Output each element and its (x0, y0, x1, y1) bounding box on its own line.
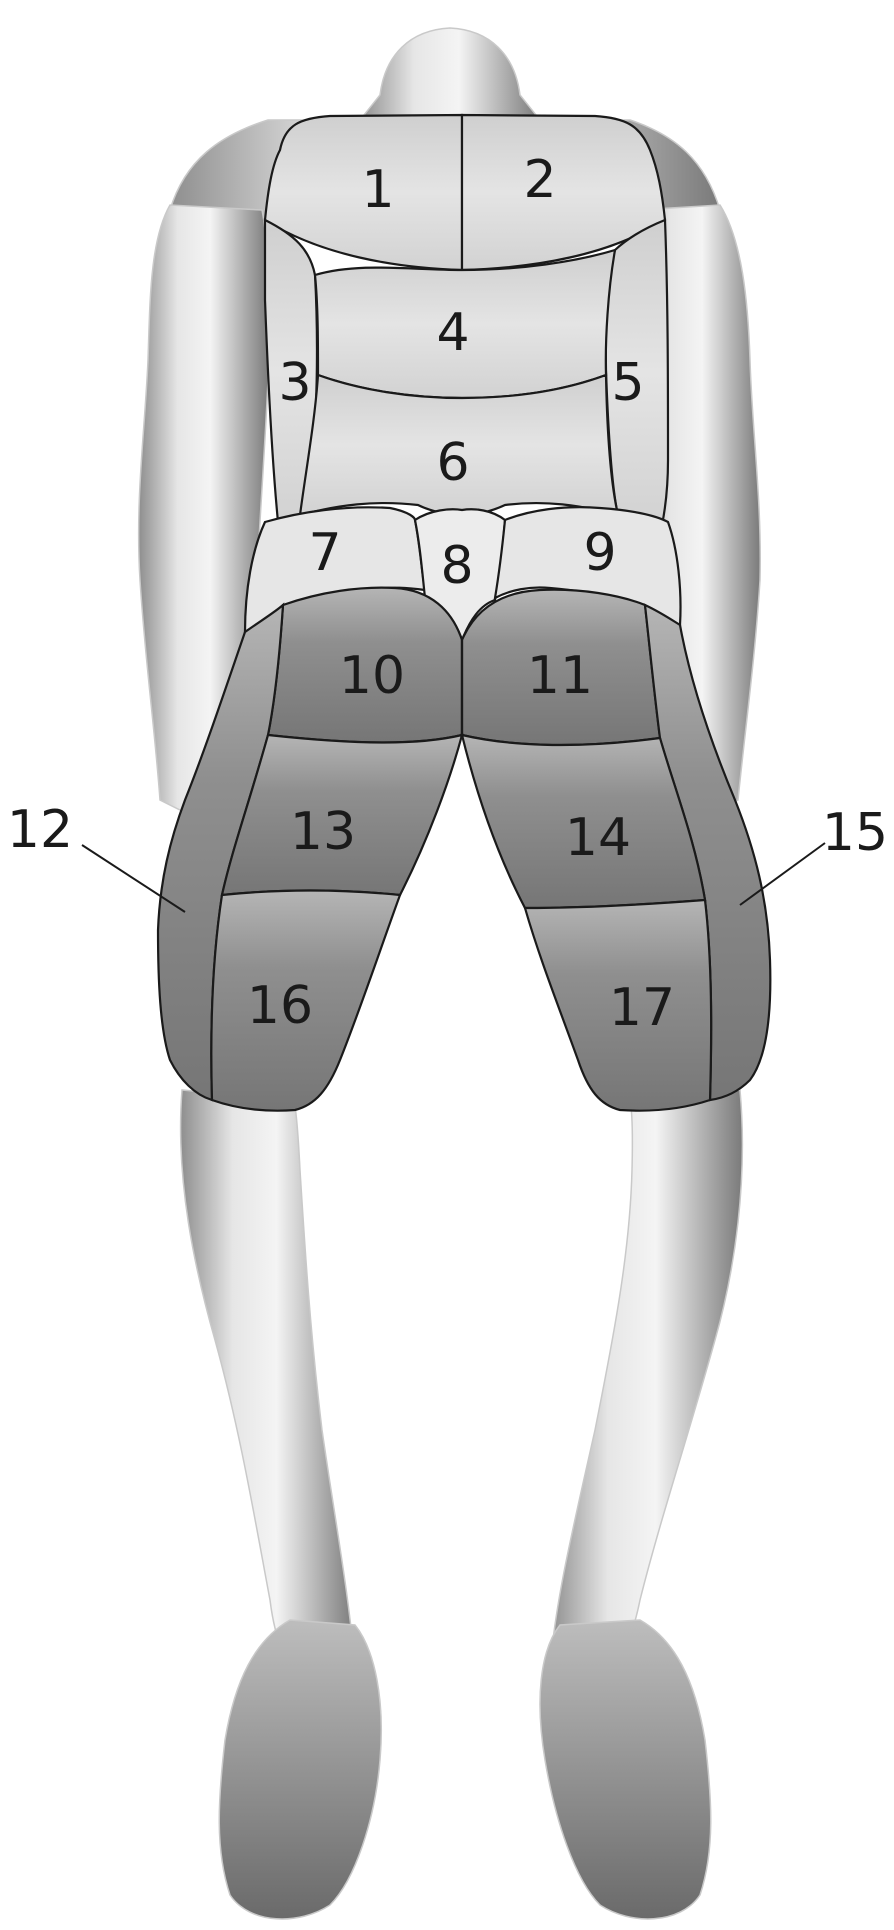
zone-label-13: 13 (290, 802, 356, 862)
zone-label-12: 12 (7, 800, 73, 860)
zone-label-3: 3 (278, 353, 311, 413)
zone-label-17: 17 (609, 978, 675, 1038)
zone-label-11: 11 (527, 646, 593, 706)
mannequin-left-foot (219, 1620, 381, 1919)
zone-label-5: 5 (611, 353, 644, 413)
zone-label-9: 9 (583, 523, 616, 583)
zone-label-1: 1 (361, 160, 394, 220)
zone-label-10: 10 (339, 646, 405, 706)
mannequin-left-leg (181, 1090, 355, 1670)
zone-label-7: 7 (308, 523, 341, 583)
mannequin-right-foot (540, 1620, 711, 1919)
zone-label-8: 8 (440, 536, 473, 596)
zone-label-16: 16 (247, 976, 313, 1036)
mannequin-head (360, 28, 540, 120)
zone-label-15: 15 (822, 803, 888, 863)
zone-label-4: 4 (436, 303, 469, 363)
zone-label-2: 2 (523, 150, 556, 210)
zone-label-14: 14 (565, 808, 631, 868)
zone-label-6: 6 (436, 433, 469, 493)
mannequin-right-leg (550, 1090, 742, 1670)
